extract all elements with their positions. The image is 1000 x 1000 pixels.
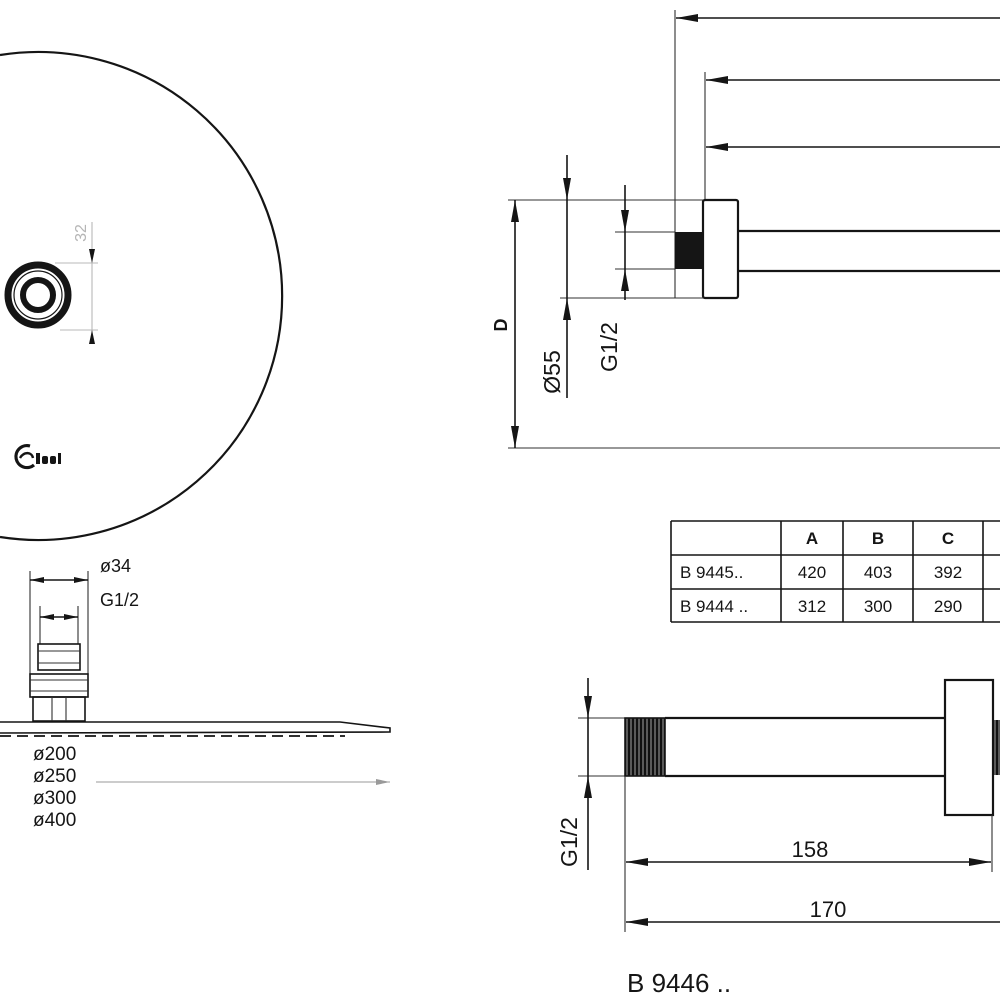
- brand-logo-swirl-inner: [18, 451, 35, 459]
- shower-plate-profile: [0, 721, 391, 734]
- connector: [29, 643, 89, 722]
- outlet-dimension-label: 32: [73, 224, 90, 242]
- brand-logo: [14, 443, 61, 470]
- outlet-ring: [4, 261, 72, 329]
- thread-label: G1/2: [596, 322, 622, 372]
- brand-logo-mark: [58, 453, 61, 464]
- inner-length-label: 158: [792, 837, 829, 862]
- brand-logo-mark: [36, 453, 40, 464]
- wall-flange: [701, 198, 740, 300]
- outlet-ring-inner: [20, 277, 56, 313]
- arm-wall-view: D Ø55 G1/2: [491, 10, 1000, 449]
- flange-diameter-label: Ø55: [539, 350, 565, 393]
- table-header: C: [942, 529, 954, 548]
- diameter-option: ø300: [33, 788, 76, 809]
- diameter-option: ø400: [33, 810, 76, 831]
- thread-section: [675, 232, 702, 269]
- size-table: A B C B 9445.. 420 403 392 B 9444 .. 312…: [670, 520, 1000, 623]
- table-row-model: B 9445..: [680, 563, 743, 582]
- brand-logo-mark: [42, 456, 48, 464]
- outlet-dimension: 32: [55, 222, 98, 344]
- total-length-label: 170: [810, 897, 847, 922]
- brand-logo-mark: [50, 456, 56, 464]
- table-cell: 290: [934, 597, 962, 616]
- table-cell: 420: [798, 563, 826, 582]
- hex-nut: [29, 673, 89, 698]
- table-cell: 392: [934, 563, 962, 582]
- outlet-ring-mid: [13, 270, 63, 320]
- d-dimension-label: D: [491, 319, 511, 332]
- table-header: B: [872, 529, 884, 548]
- table-cell: 312: [798, 597, 826, 616]
- thread-label: G1/2: [556, 817, 582, 867]
- table-header: A: [806, 529, 818, 548]
- diameter-option: ø200: [33, 744, 76, 765]
- connector-diameter-label: ø34: [100, 556, 131, 576]
- table-cell: 403: [864, 563, 892, 582]
- brand-logo-swirl: [14, 443, 36, 470]
- outlet-ring-outer: [4, 261, 72, 329]
- diameter-option: ø250: [33, 766, 76, 787]
- arm-end-thread: [993, 720, 1000, 775]
- shower-head-plan-view: 32: [0, 50, 284, 542]
- thread-section: [624, 717, 666, 777]
- connector-top: [37, 643, 81, 671]
- shower-head-side-view: ø34 G1/2 ø200 ø250 ø300 ø400: [0, 556, 391, 831]
- table-cell: 300: [864, 597, 892, 616]
- thread-label: G1/2: [100, 590, 139, 610]
- arm-detail-view: G1/2 158 170 B 9446 ..: [556, 678, 1000, 998]
- table-row-model: B 9444 ..: [680, 597, 748, 616]
- arm-flange: [943, 678, 995, 817]
- shower-head-outline: [0, 50, 284, 542]
- connector-base: [32, 696, 86, 722]
- model-number: B 9446 ..: [627, 968, 731, 998]
